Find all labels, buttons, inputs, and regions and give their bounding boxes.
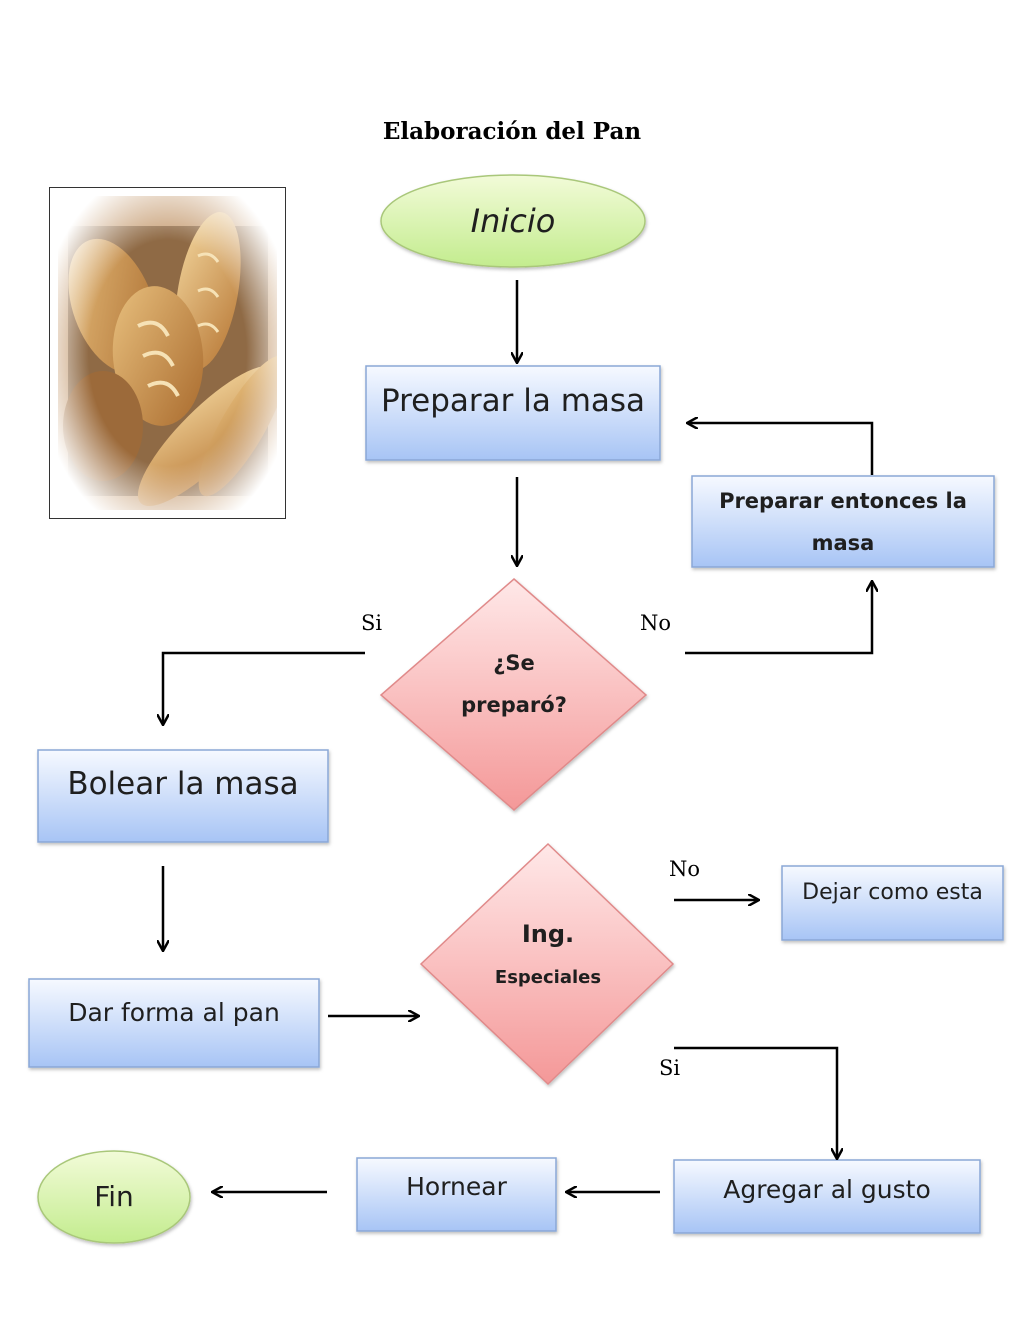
ing-title-label: Ing. [468,914,628,954]
inicio-label: Inicio [381,185,645,257]
fin-label: Fin [38,1170,190,1222]
preparar-masa-label: Preparar la masa [366,366,660,436]
arrow-si-to-bolear [163,653,365,724]
agregar-label: Agregar al gusto [674,1160,980,1218]
preparar-entonces-label: Preparar entonces la masa [712,480,974,564]
arrow-preparar-entonces-back [688,423,872,475]
ing-sub-label: Especiales [468,960,628,994]
branch-label-no-1: No [640,611,671,635]
dar-forma-label: Dar forma al pan [29,979,319,1045]
branch-label-si-2: Si [659,1056,680,1080]
se-preparo-label: ¿Se preparó? [454,640,574,728]
branch-label-si-1: Si [361,611,382,635]
arrow-si-to-agregar [674,1048,837,1158]
bolear-label: Bolear la masa [38,750,328,818]
dejar-label: Dejar como esta [782,866,1003,918]
branch-label-no-2: No [669,857,700,881]
hornear-label: Hornear [357,1158,556,1214]
arrow-no-to-preparar-entonces [685,582,872,653]
